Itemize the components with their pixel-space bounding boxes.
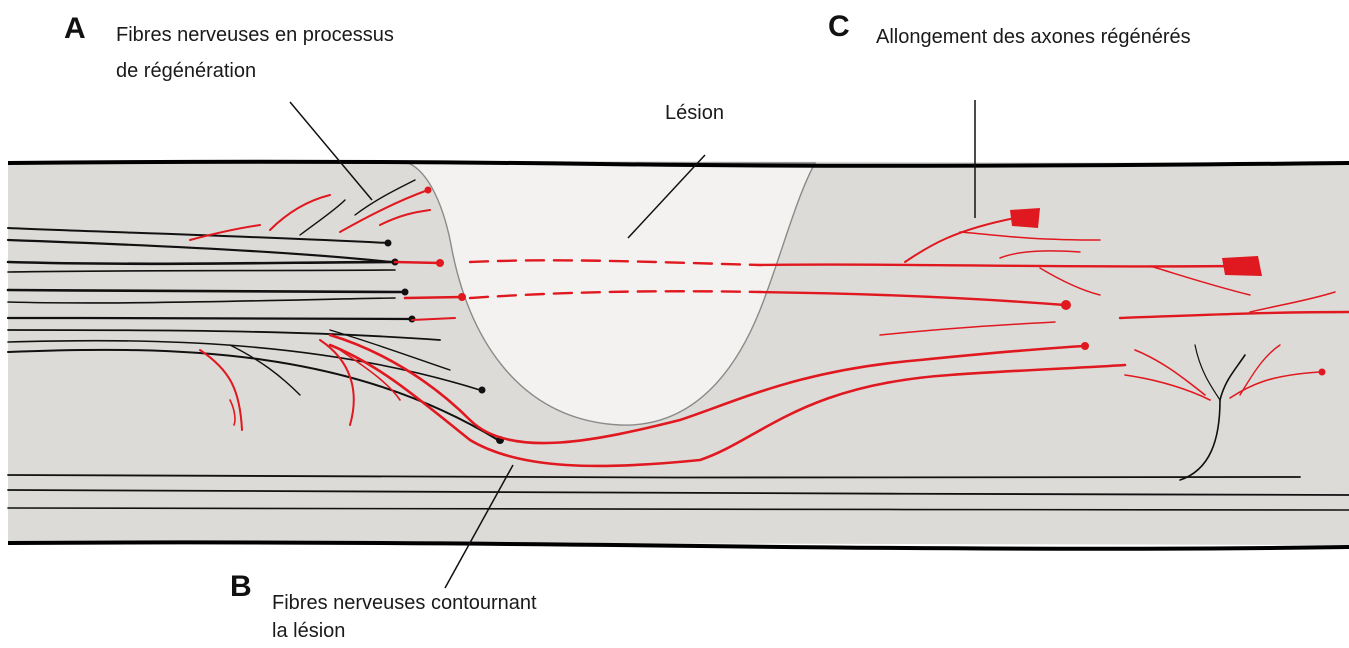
label-b-line2: la lésion [272,618,345,645]
growth-cone [1010,208,1040,228]
fiber-end [479,387,486,394]
label-letter-a: A [64,14,86,44]
growth-cone [1061,300,1071,310]
growth-cone [1319,369,1326,376]
growth-cone [1222,256,1262,276]
growth-cone [1081,342,1089,350]
fiber-end [385,240,392,247]
regenerating-fiber [395,262,440,263]
label-lesion: Lésion [665,100,724,127]
intact-fiber [8,318,412,319]
label-a-line1: Fibres nerveuses en processus [116,22,394,49]
label-letter-b: B [230,572,252,602]
growth-cone [425,187,432,194]
label-c-line1: Allongement des axones régénérés [876,24,1191,51]
label-b-line1: Fibres nerveuses contournant [272,590,537,617]
intact-fiber [8,262,395,264]
label-letter-c: C [828,12,850,42]
growth-cone [458,293,466,301]
label-a-line2: de régénération [116,58,256,85]
regenerating-fiber [405,297,462,298]
fiber-end [402,289,409,296]
growth-cone [436,259,444,267]
